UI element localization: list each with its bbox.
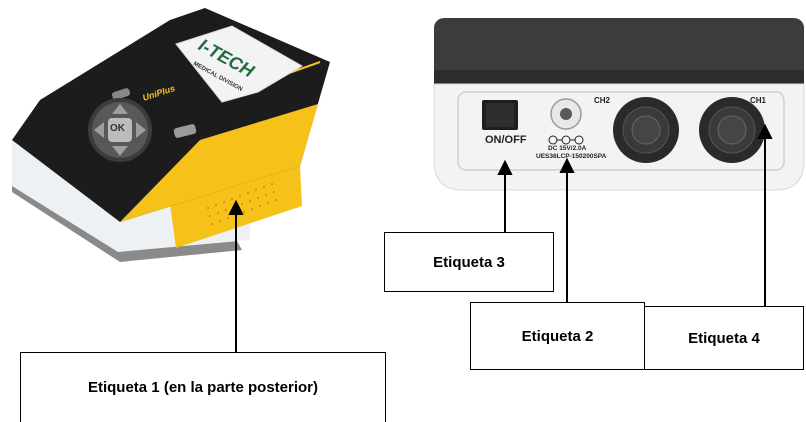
channel1-label: CH1	[750, 96, 767, 105]
power-spec-line1: DC 15V/2.0A	[548, 145, 587, 152]
label-4-box: Etiqueta 4	[644, 306, 804, 370]
panel-recess	[457, 91, 785, 171]
polarity-symbol	[548, 135, 584, 145]
label-1-box: Etiqueta 1 (en la parte posterior)	[20, 352, 386, 422]
label-3-box: Etiqueta 3	[384, 232, 554, 292]
brand-card	[175, 25, 303, 103]
power-spec-line2: UES36LCP-150200SPA	[536, 153, 607, 160]
side-button	[173, 124, 197, 138]
switch-label: ON/OFF	[485, 134, 527, 146]
label-4-text: Etiqueta 4	[688, 329, 760, 347]
dpad	[88, 98, 152, 162]
label-2-box: Etiqueta 2	[470, 302, 645, 370]
label-2-text: Etiqueta 2	[521, 327, 594, 345]
device-top-yellow	[120, 104, 318, 222]
channel2-connector	[613, 97, 679, 163]
label-1-text: Etiqueta 1 (en la parte posterior)	[87, 379, 319, 396]
label-3-text: Etiqueta 3	[433, 253, 505, 271]
channel1-connector	[699, 97, 765, 163]
status-led	[111, 88, 131, 100]
side-grill	[206, 182, 278, 226]
panel-top-lid	[434, 18, 804, 84]
channel2-label: CH2	[594, 96, 611, 105]
ok-button-label: OK	[110, 123, 125, 134]
